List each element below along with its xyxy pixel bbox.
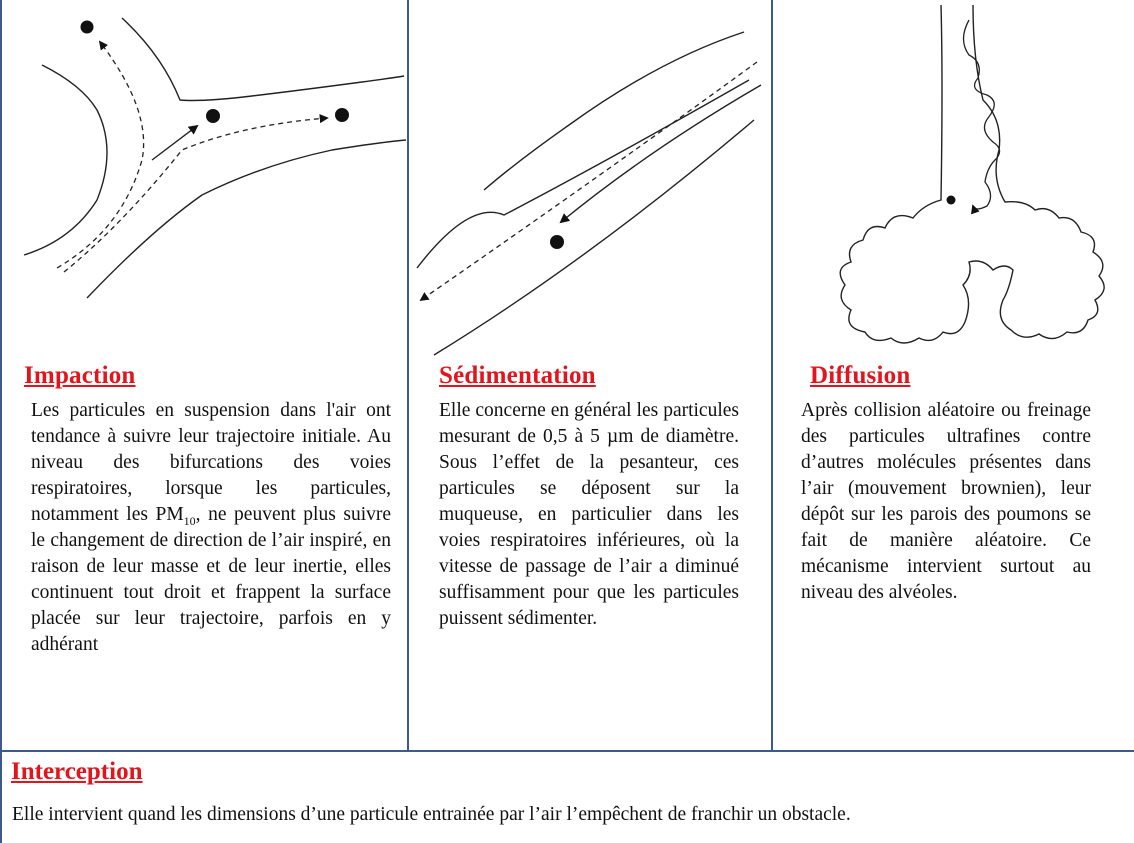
- diffusion-text: Après collision aléatoire ou freinage de…: [801, 400, 1091, 603]
- diffusion-title: Diffusion: [810, 362, 911, 389]
- table-divider-2: [771, 0, 773, 751]
- sedimentation-illustration: [416, 31, 762, 356]
- airway-wall-upper: [121, 17, 405, 102]
- particle-impact: [206, 109, 220, 123]
- airway-wall-lower: [86, 139, 407, 299]
- diffusion-panel: Diffusion Après collision aléatoire ou f…: [773, 0, 1134, 750]
- impaction-panel: Impaction Les particules en suspension d…: [2, 0, 407, 750]
- tube-upper-right-wall: [416, 79, 750, 269]
- interception-text: Elle intervient quand les dimensions d’u…: [12, 804, 851, 825]
- table-divider-1: [407, 0, 409, 751]
- diffusion-illustration: [839, 4, 1105, 344]
- airflow-path: [419, 61, 758, 302]
- table-row-divider: [0, 750, 1134, 752]
- particle-trajectory: [151, 124, 199, 161]
- particle-right: [335, 108, 349, 122]
- airflow-path-right: [63, 114, 329, 273]
- impaction-text: Les particules en suspension dans l'air …: [31, 398, 391, 658]
- brownian-path: [962, 19, 1001, 215]
- particle-deposited: [550, 235, 564, 249]
- tube-lower-wall: [433, 119, 755, 356]
- impaction-subscript: 10: [183, 513, 196, 528]
- table-border-left: [0, 0, 2, 843]
- impaction-title: Impaction: [24, 362, 136, 389]
- airway-wall-outer-left: [23, 64, 108, 256]
- sedimentation-panel: Sédimentation Elle concerne en général l…: [409, 0, 771, 750]
- impaction-illustration: [23, 17, 407, 299]
- particle-trajectory: [559, 84, 762, 224]
- airflow-path-left: [56, 40, 145, 269]
- particle-diffusing: [946, 195, 956, 205]
- impaction-text-part1: Les particules en suspension dans l'air …: [31, 400, 391, 525]
- particle-top-left: [80, 20, 94, 34]
- tube-upper-wall: [483, 31, 745, 191]
- alveoli-outline: [839, 4, 1105, 344]
- interception-title: Interception: [11, 758, 143, 785]
- impaction-text-part2: , ne peuvent plus suivre le changement d…: [31, 504, 392, 655]
- sedimentation-title: Sédimentation: [439, 362, 596, 389]
- sedimentation-text: Elle concerne en général les particules …: [439, 400, 739, 629]
